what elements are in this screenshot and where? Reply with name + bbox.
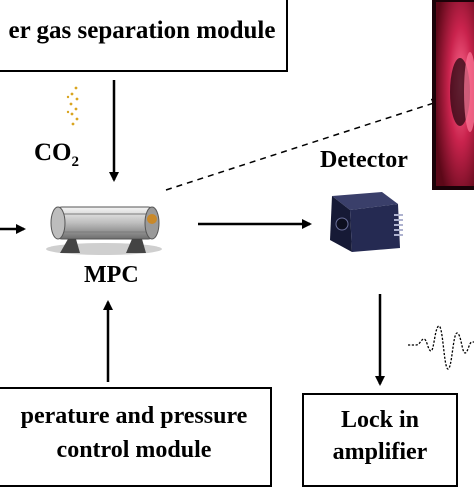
mpc-cell-icon bbox=[46, 206, 162, 255]
mpc-label: MPC bbox=[84, 262, 139, 288]
lock-in-label-line1: Lock in bbox=[340, 407, 420, 433]
co2-dots-icon bbox=[66, 86, 79, 126]
display-image bbox=[432, 0, 474, 190]
co2-label-subscript: 2 bbox=[71, 154, 80, 170]
signal-waveform-icon bbox=[408, 325, 474, 370]
temperature-pressure-module-box: perature and pressure control module bbox=[0, 387, 272, 487]
gas-separation-module-box: er gas separation module bbox=[0, 0, 288, 72]
lock-in-label-line2: amplifier bbox=[332, 439, 428, 465]
lock-in-amplifier-box: Lock in amplifier bbox=[302, 393, 458, 487]
temperature-pressure-label-line1: perature and pressure bbox=[20, 403, 248, 429]
co2-label: CO2 bbox=[34, 139, 79, 171]
gas-separation-module-label: er gas separation module bbox=[8, 17, 276, 44]
arrow-mpc-to-display-dashed bbox=[165, 98, 442, 191]
detector-label: Detector bbox=[320, 147, 408, 173]
co2-label-main: CO bbox=[34, 139, 72, 166]
temperature-pressure-label-line2: control module bbox=[56, 437, 212, 463]
detector-icon bbox=[330, 192, 403, 252]
diagram-graphics bbox=[0, 0, 474, 386]
